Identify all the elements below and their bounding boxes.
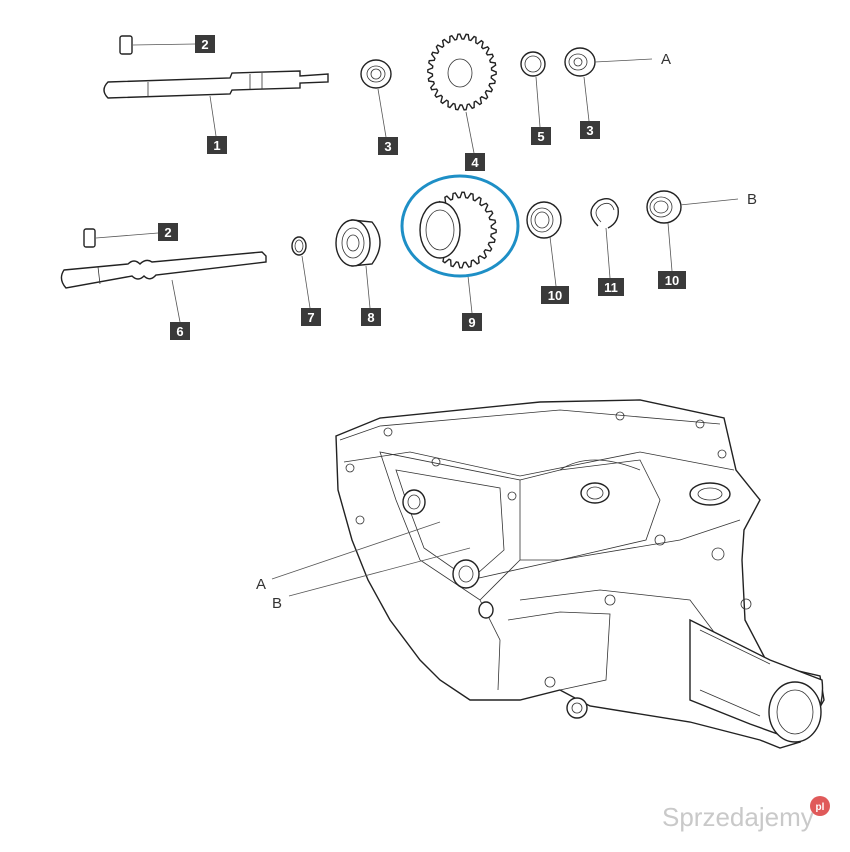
- shaft-part-1: [103, 70, 329, 137]
- callout-5: 5: [531, 127, 551, 145]
- bearing-part-3-left: [360, 59, 392, 138]
- svg-text:2: 2: [164, 225, 171, 240]
- svg-text:2: 2: [201, 37, 208, 52]
- callout-4: 4: [465, 153, 485, 171]
- gear-part-4: [427, 33, 497, 154]
- bearing-part-8: [335, 219, 381, 309]
- callout-10-right: 10: [658, 271, 686, 289]
- callout-6: 6: [170, 322, 190, 340]
- watermark-text: Sprzedajemy: [662, 802, 814, 832]
- pin-part-2-top: [119, 35, 196, 55]
- circlip-part-5: [520, 51, 546, 128]
- svg-text:3: 3: [586, 123, 593, 138]
- seal-part-10-right: [646, 190, 739, 272]
- label-a-top: A: [661, 51, 671, 68]
- callout-1: 1: [207, 136, 227, 154]
- callout-10-left: 10: [541, 286, 569, 304]
- circlip-part-7: [291, 236, 311, 309]
- svg-text:3: 3: [384, 139, 391, 154]
- watermark-badge-text: pl: [816, 802, 825, 813]
- callout-2-top: 2: [195, 35, 215, 53]
- callout-3-left: 3: [378, 137, 398, 155]
- transmission-housing: [271, 399, 825, 749]
- callout-11: 11: [598, 278, 624, 296]
- svg-text:9: 9: [468, 315, 475, 330]
- bearing-part-3-right: [564, 47, 653, 122]
- svg-text:8: 8: [367, 310, 374, 325]
- watermark-badge-icon: [810, 796, 830, 816]
- pin-part-2-middle: [83, 228, 159, 248]
- gear-part-9: [419, 191, 497, 314]
- svg-text:10: 10: [665, 273, 679, 288]
- seal-part-10-left: [526, 201, 562, 287]
- callout-8: 8: [361, 308, 381, 326]
- watermark: Sprzedajemy pl: [662, 796, 830, 832]
- svg-text:6: 6: [176, 324, 183, 339]
- label-a-housing: A: [256, 576, 266, 593]
- shaft-part-6: [60, 251, 267, 323]
- callout-2-middle: 2: [158, 223, 178, 241]
- svg-text:10: 10: [548, 288, 562, 303]
- svg-text:5: 5: [537, 129, 544, 144]
- callout-3-right: 3: [580, 121, 600, 139]
- callout-9: 9: [462, 313, 482, 331]
- label-b-housing: B: [272, 595, 282, 612]
- circlip-part-11: [590, 198, 619, 279]
- svg-text:1: 1: [213, 138, 220, 153]
- highlight-circle: [400, 174, 520, 278]
- svg-text:7: 7: [307, 310, 314, 325]
- svg-text:11: 11: [604, 280, 618, 295]
- label-b-top: B: [747, 191, 757, 208]
- svg-text:4: 4: [471, 155, 479, 170]
- callout-7: 7: [301, 308, 321, 326]
